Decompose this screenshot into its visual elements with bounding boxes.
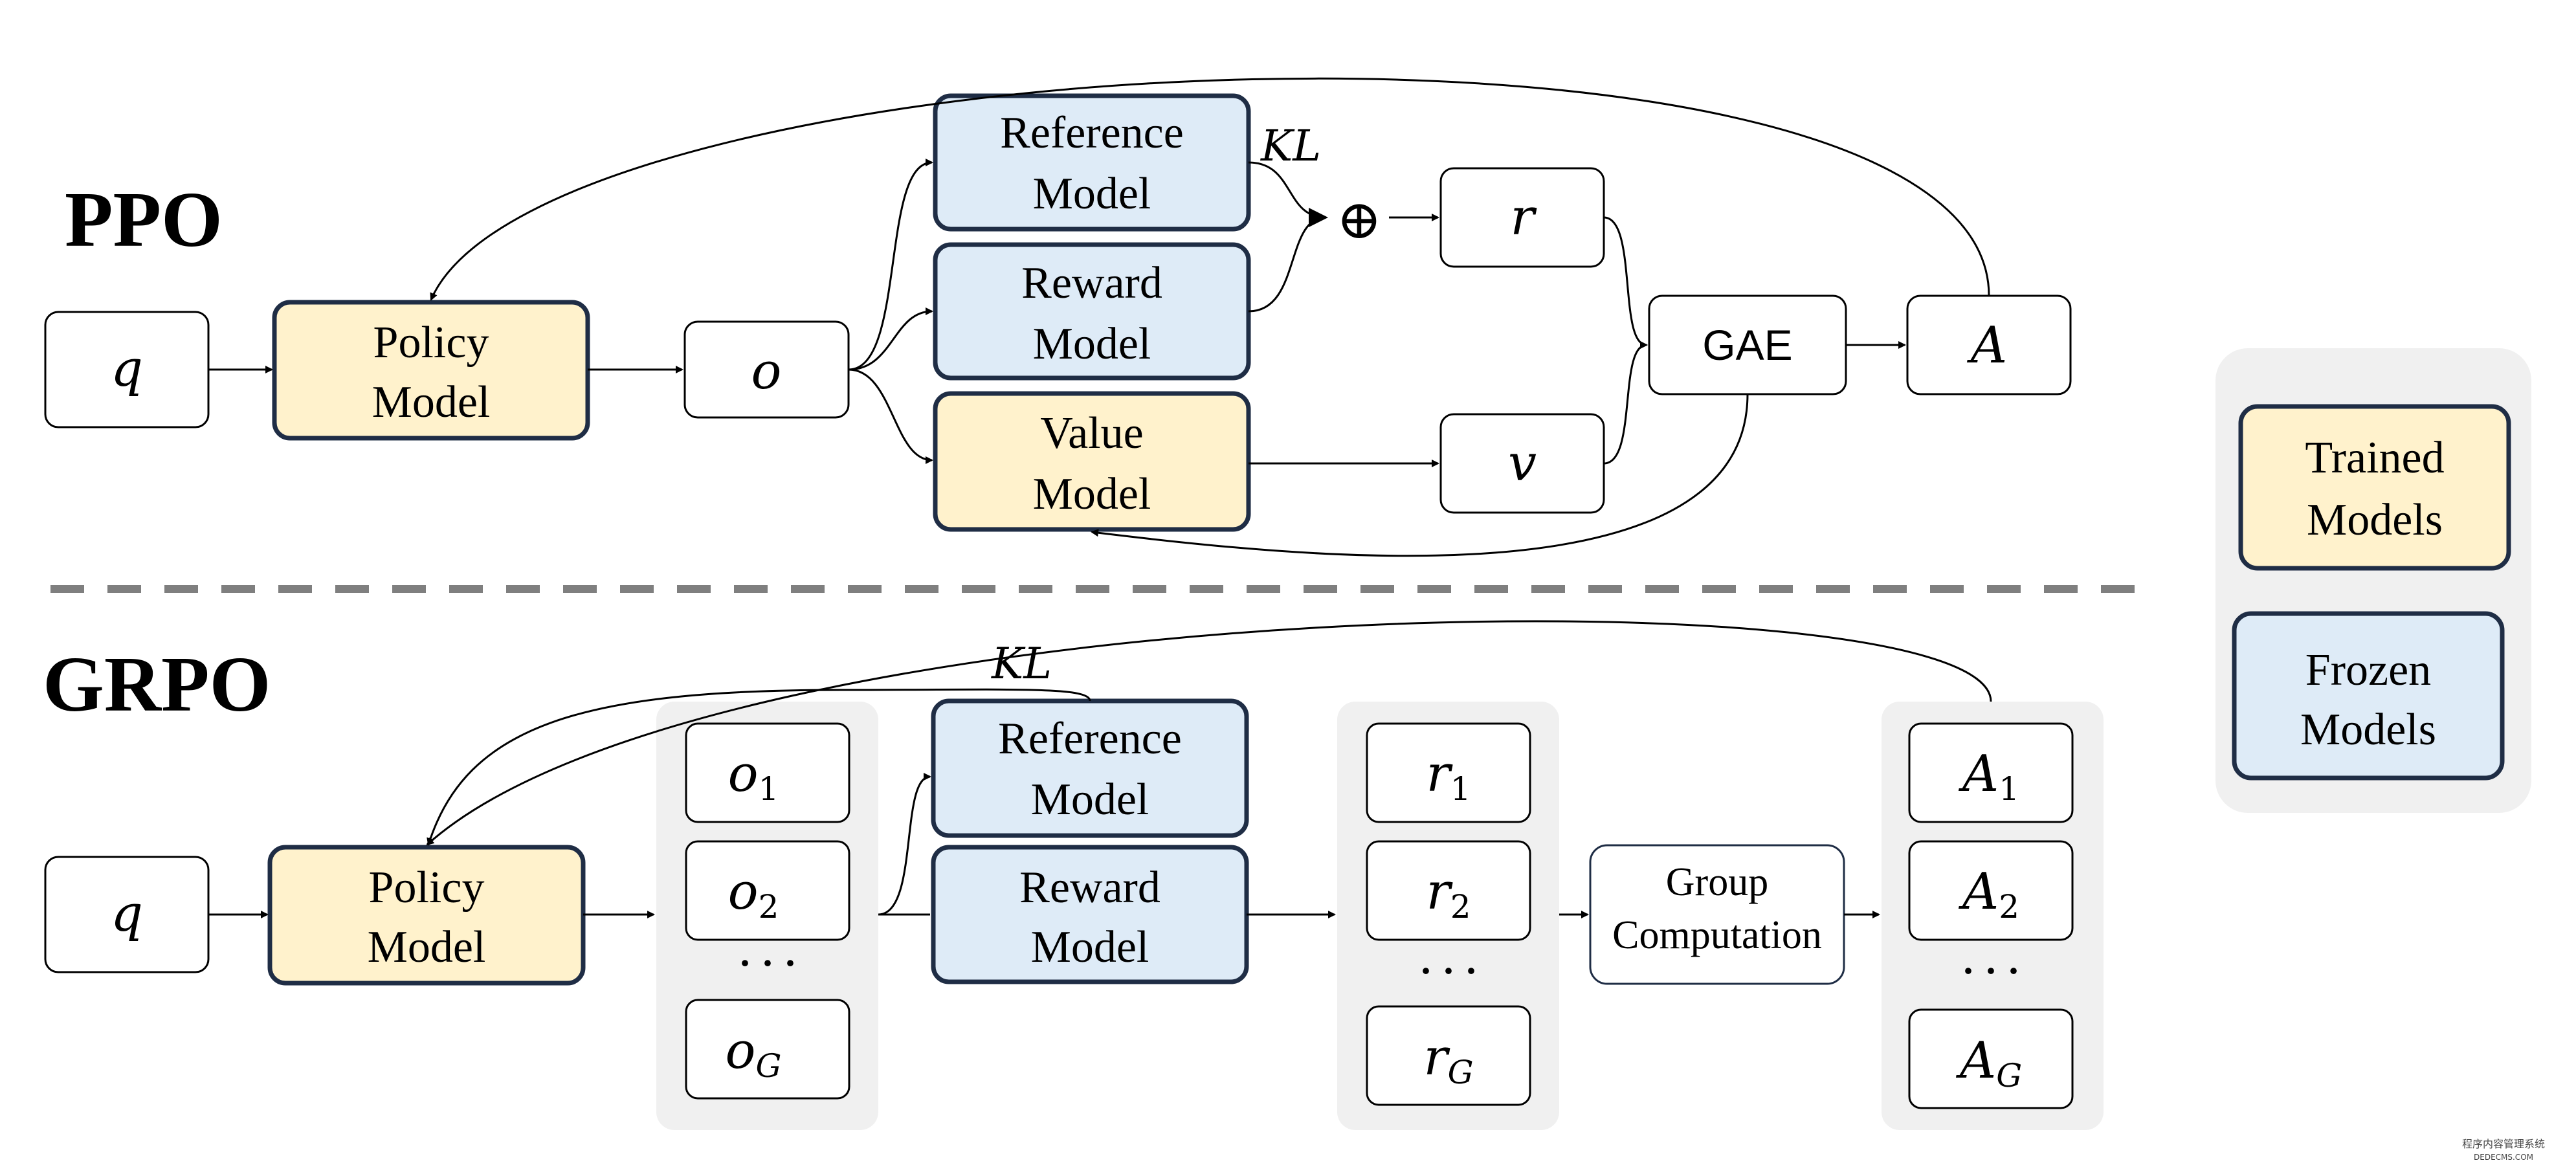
grpo-arrow-reference-policy xyxy=(427,688,1091,846)
grpo-title: GRPO xyxy=(43,641,271,728)
grpo-reference-label-1: Reference xyxy=(998,714,1182,764)
ppo-value-label-2: Model xyxy=(1033,469,1151,519)
watermark-line-1: 程序内容管理系统 xyxy=(2462,1138,2545,1150)
ppo-a-label: A xyxy=(1967,316,2007,375)
ppo-reward-label-1: Reward xyxy=(1021,258,1162,308)
ppo-plus-icon: ⊕ xyxy=(1337,190,1382,250)
grpo-group-computation-label-2: Computation xyxy=(1612,913,1822,957)
grpo-kl-label: KL xyxy=(991,639,1052,689)
grpo-aG-label: AG xyxy=(1956,1032,2022,1094)
grpo-o2-label: o2 xyxy=(728,863,779,926)
ppo-arrow-o-reward xyxy=(848,307,933,371)
grpo-o1-box xyxy=(685,722,850,823)
grpo-reward-label-1: Reward xyxy=(1019,863,1160,913)
ppo-section: PPO q Policy Model o Reference Model Rew… xyxy=(44,77,2072,557)
grpo-arrow-a-policy xyxy=(426,620,1992,846)
grpo-a-ellipsis: · · · xyxy=(1962,949,2020,992)
grpo-oG-label: oG xyxy=(726,1022,782,1085)
grpo-reference-label-2: Model xyxy=(1031,775,1149,825)
ppo-kl-label: KL xyxy=(1260,121,1321,171)
grpo-rG-label: rG xyxy=(1423,1028,1473,1091)
legend-frozen-label-1: Frozen xyxy=(2305,645,2431,695)
grpo-section: GRPO q Policy Model o1 o2 · · · oG Refer… xyxy=(43,620,2104,1130)
ppo-q-label: q xyxy=(111,340,143,398)
grpo-arrow-o-reference xyxy=(878,773,931,916)
grpo-policy-label-1: Policy xyxy=(369,863,485,913)
ppo-v-label: v xyxy=(1508,434,1537,493)
ppo-arrow-gae-value xyxy=(1091,394,1749,557)
ppo-o-label: o xyxy=(751,342,782,401)
grpo-rG-box xyxy=(1366,1005,1531,1106)
ppo-arrow-v-gae xyxy=(1603,341,1648,465)
ppo-arrow-reference-plus xyxy=(1248,161,1328,227)
grpo-oG-box xyxy=(685,999,850,1100)
ppo-arrow-o-reference xyxy=(848,159,933,371)
ppo-policy-label-1: Policy xyxy=(373,318,489,368)
ppo-title: PPO xyxy=(65,176,223,263)
grpo-group-computation-label-1: Group xyxy=(1666,860,1768,904)
grpo-r1-box xyxy=(1366,722,1531,823)
legend-frozen-label-2: Models xyxy=(2300,705,2436,755)
ppo-reward-label-2: Model xyxy=(1033,319,1151,369)
ppo-value-label-1: Value xyxy=(1040,408,1143,458)
grpo-o2-box xyxy=(685,840,850,941)
ppo-r-label: r xyxy=(1510,188,1537,247)
grpo-o-ellipsis: · · · xyxy=(738,942,797,984)
grpo-aG-box xyxy=(1908,1008,2074,1109)
ppo-gae-label: GAE xyxy=(1702,321,1792,369)
grpo-r-ellipsis: · · · xyxy=(1419,949,1478,992)
ppo-arrow-r-gae xyxy=(1603,216,1648,349)
legend-trained-label-1: Trained xyxy=(2305,433,2444,483)
watermark-line-2: DEDECMS.COM xyxy=(2474,1153,2533,1162)
grpo-policy-label-2: Model xyxy=(368,922,486,972)
legend-trained-swatch xyxy=(2238,404,2511,571)
grpo-reward-label-2: Model xyxy=(1031,922,1149,972)
grpo-a1-box xyxy=(1908,722,2074,823)
grpo-a1-label: A1 xyxy=(1959,745,2019,808)
ppo-arrow-o-value xyxy=(848,368,933,464)
ppo-reference-label-2: Model xyxy=(1033,169,1151,219)
grpo-a2-box xyxy=(1908,840,2074,941)
ppo-reference-label-1: Reference xyxy=(1000,108,1184,158)
grpo-a2-label: A2 xyxy=(1959,863,2019,926)
grpo-r2-box xyxy=(1366,840,1531,941)
ppo-arrow-a-policy xyxy=(430,77,1990,301)
grpo-q-label: q xyxy=(111,885,143,943)
ppo-policy-label-2: Model xyxy=(372,377,491,427)
ppo-arrows xyxy=(208,77,1990,557)
legend-frozen-swatch xyxy=(2232,611,2505,781)
grpo-o1-label: o1 xyxy=(728,745,779,808)
grpo-r1-label: r1 xyxy=(1426,745,1471,808)
grpo-r2-label: r2 xyxy=(1426,863,1471,926)
legend: Trained Models Frozen Models xyxy=(2215,348,2531,813)
legend-trained-label-2: Models xyxy=(2307,495,2443,545)
grpo-arrows xyxy=(208,620,1992,918)
ppo-arrow-reward-plus xyxy=(1248,216,1326,313)
